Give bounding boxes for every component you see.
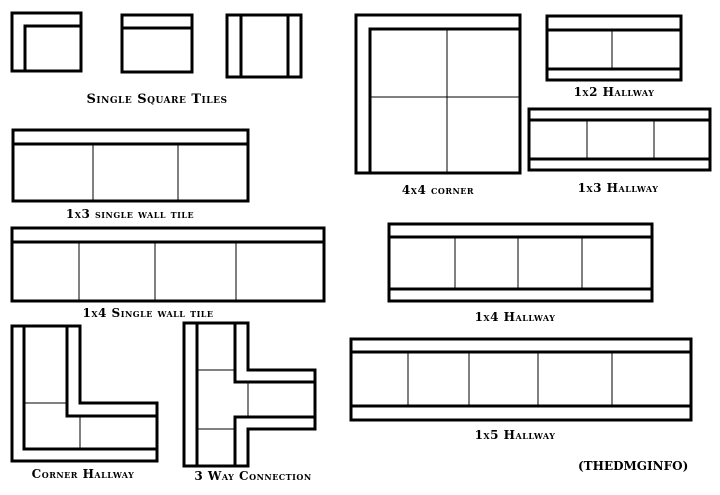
corner-4x4-tile — [354, 13, 522, 175]
credit-text: (THEDMGINFO) — [578, 459, 689, 473]
wall-1x3-tile — [11, 128, 250, 203]
wall-1x4-tile — [10, 226, 326, 303]
label-hallway-1x2: 1x2 Hallway — [573, 85, 655, 99]
label-three-way-connection: 3 Way Connection — [194, 469, 312, 483]
hallway-1x5-tile — [349, 337, 693, 422]
hallway-1x2-tile — [545, 14, 683, 82]
label-wall-1x4: 1x4 Single wall tile — [82, 306, 214, 320]
square-tile-double-wall — [225, 13, 303, 79]
label-corner-hallway: Corner Hallway — [31, 467, 135, 481]
label-hallway-1x3: 1x3 Hallway — [577, 181, 659, 195]
three-way-connection-tile — [182, 321, 317, 468]
square-tile-corner-wall — [10, 11, 83, 73]
label-hallway-1x4: 1x4 Hallway — [474, 310, 556, 324]
hallway-1x4-tile — [387, 222, 654, 303]
label-wall-1x3: 1x3 single wall tile — [65, 207, 195, 221]
hallway-1x3-tile — [527, 107, 712, 172]
square-tile-single-wall — [120, 13, 194, 74]
corner-hallway-tile — [10, 324, 159, 463]
label-single-square-tiles: Single Square Tiles — [86, 92, 228, 107]
label-hallway-1x5: 1x5 Hallway — [474, 428, 556, 442]
label-corner-4x4: 4x4 corner — [401, 183, 475, 197]
